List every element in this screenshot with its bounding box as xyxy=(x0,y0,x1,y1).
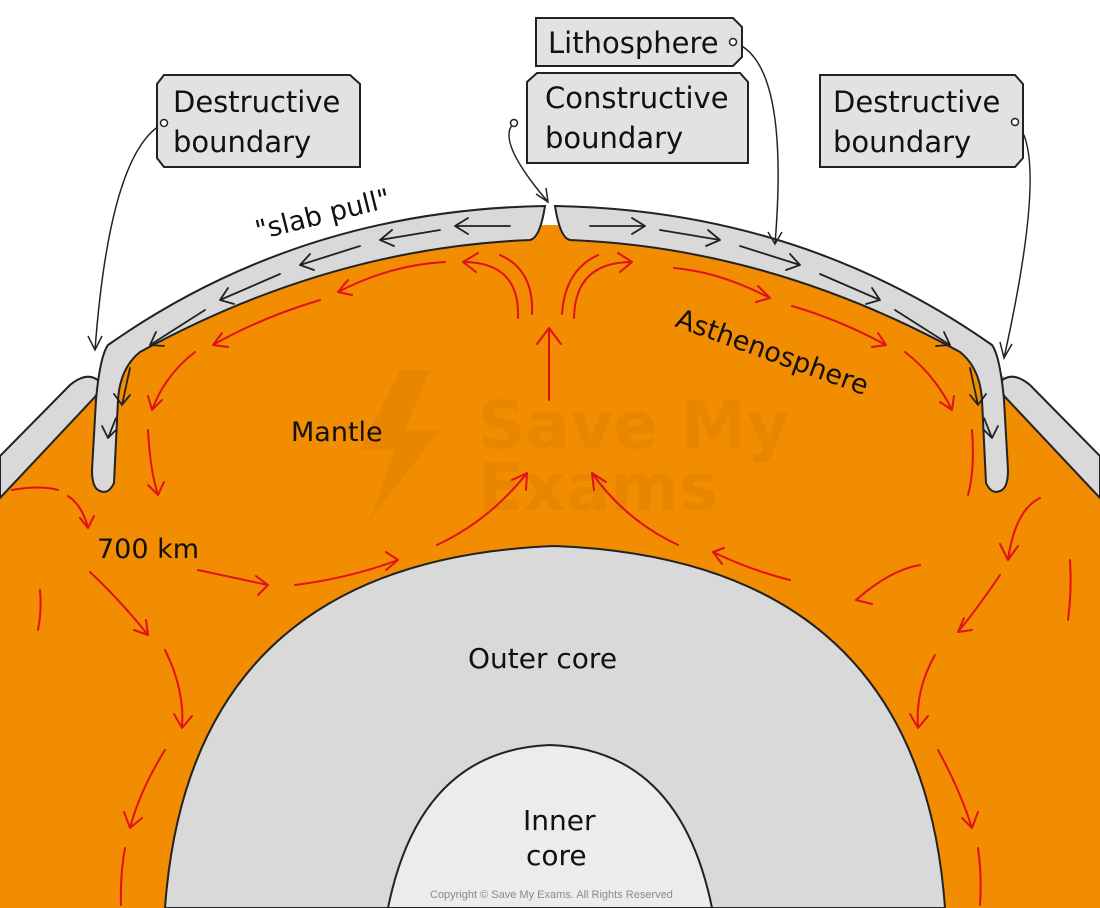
convection-arrows xyxy=(11,252,1072,906)
label-destructive-boundary-left: Destructive boundary xyxy=(156,74,361,168)
destructive-left-text-1: Destructive xyxy=(173,85,340,119)
outer-core xyxy=(163,544,947,908)
label-constructive-boundary: Constructive boundary xyxy=(509,72,749,164)
inner-core xyxy=(386,743,714,908)
lithosphere-plate-left xyxy=(90,204,547,493)
label-destructive-boundary-right: Destructive boundary xyxy=(819,74,1024,168)
inner-core-label-2: core xyxy=(526,839,587,872)
copyright-text: Copyright © Save My Exams. All Rights Re… xyxy=(430,889,673,901)
lithosphere-plate-right xyxy=(553,204,1010,493)
destructive-right-text-1: Destructive xyxy=(833,85,1000,119)
watermark-text-1: Save My xyxy=(478,387,790,464)
constructive-text-2: boundary xyxy=(545,121,683,155)
mantle-label: Mantle xyxy=(291,417,383,448)
plate-motion-arrows-right xyxy=(589,217,999,439)
inner-core-label-1: Inner xyxy=(523,804,596,837)
plate-motion-arrows-left xyxy=(101,217,511,439)
label-lithosphere: Lithosphere xyxy=(535,17,743,67)
lithosphere-text: Lithosphere xyxy=(548,26,719,60)
leader-lines xyxy=(87,41,1031,360)
depth-label: 700 km xyxy=(97,534,199,565)
destructive-left-text-2: boundary xyxy=(173,125,311,159)
watermark-text-2: Exams xyxy=(478,449,718,526)
watermark: Save My Exams xyxy=(360,370,790,526)
destructive-right-text-2: boundary xyxy=(833,125,971,159)
constructive-text-1: Constructive xyxy=(545,81,729,115)
outer-core-label: Outer core xyxy=(468,642,617,675)
